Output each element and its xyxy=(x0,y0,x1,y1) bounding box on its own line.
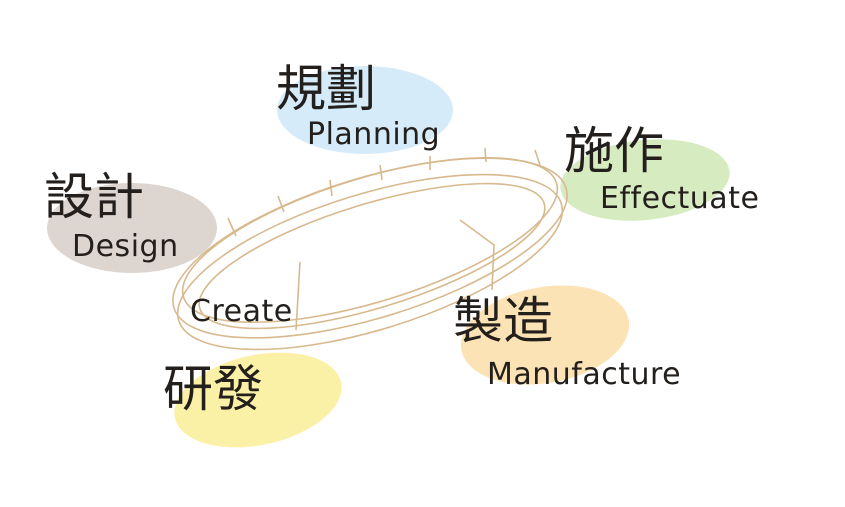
create-label: Create xyxy=(190,294,293,329)
design-en: Design xyxy=(72,229,179,264)
manufacture-zh: 製造 xyxy=(453,292,553,350)
effectuate-zh: 施作 xyxy=(564,122,664,180)
manufacture-blob xyxy=(460,285,630,385)
design-blob xyxy=(47,183,217,273)
effectuate-en: Effectuate xyxy=(600,181,760,216)
planning-blob xyxy=(277,66,453,154)
effectuate-blob xyxy=(560,139,730,221)
manufacture-en: Manufacture xyxy=(487,357,682,392)
research-zh: 研發 xyxy=(163,360,263,418)
design-zh: 設計 xyxy=(44,168,144,226)
planning-en: Planning xyxy=(307,117,441,152)
planning-zh: 規劃 xyxy=(276,60,376,118)
research-blob xyxy=(174,352,342,448)
ring-wireframe xyxy=(172,147,568,351)
